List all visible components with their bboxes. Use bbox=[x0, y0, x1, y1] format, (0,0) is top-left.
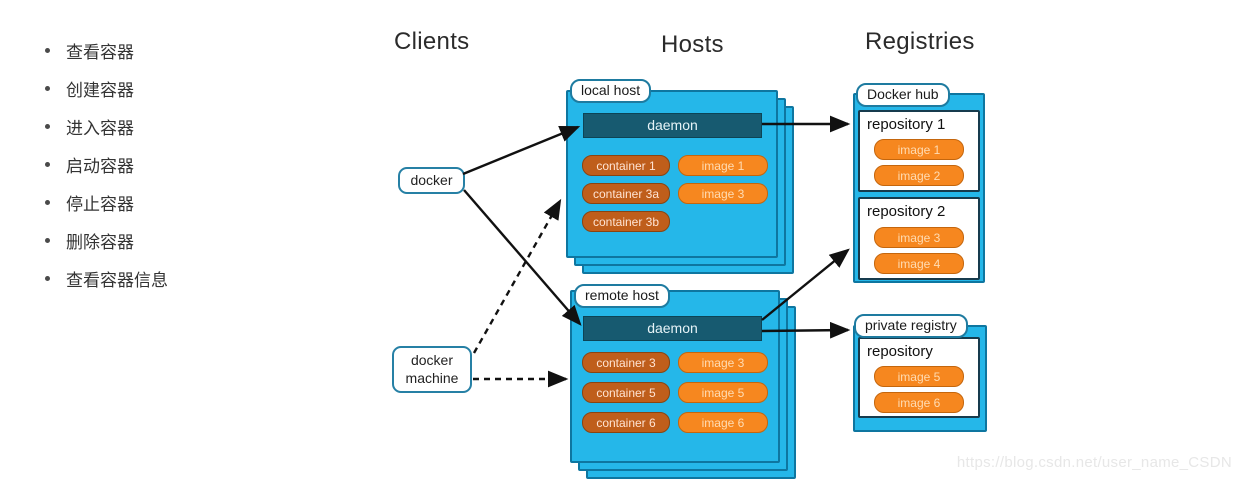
list-item: 删除容器 bbox=[45, 221, 168, 259]
arrow-docker-machine-to-local-host bbox=[472, 198, 562, 354]
bullet-icon bbox=[45, 237, 50, 243]
list-item-label: 创建容器 bbox=[66, 80, 134, 100]
image-pill: image 3 bbox=[678, 183, 768, 204]
remote-daemon-bar: daemon bbox=[583, 316, 762, 341]
list-item-label: 启动容器 bbox=[66, 156, 134, 176]
container-pill: container 1 bbox=[582, 155, 670, 176]
csdn-watermark: https://blog.csdn.net/user_name_CSDN bbox=[956, 454, 1232, 471]
private-registry-group: private registry repository image 5 imag… bbox=[853, 314, 998, 444]
container-pill: container 5 bbox=[582, 382, 670, 403]
container-pill: container 3 bbox=[582, 352, 670, 373]
image-pill: image 2 bbox=[874, 165, 964, 186]
registries-heading: Registries bbox=[865, 28, 975, 55]
repository-2-box: repository 2 image 3 image 4 bbox=[858, 197, 980, 280]
container-pill: container 3b bbox=[582, 211, 670, 232]
container-pill: container 6 bbox=[582, 412, 670, 433]
bullet-icon bbox=[45, 85, 50, 91]
image-pill: image 3 bbox=[874, 227, 964, 248]
private-registry-label: private registry bbox=[854, 314, 968, 338]
list-item-label: 查看容器信息 bbox=[66, 270, 168, 290]
container-operations-list: 查看容器 创建容器 进入容器 启动容器 停止容器 删除容器 查看容器信息 bbox=[45, 31, 168, 297]
remote-host-label: remote host bbox=[574, 284, 670, 308]
image-pill: image 4 bbox=[874, 253, 964, 274]
hosts-heading: Hosts bbox=[661, 31, 724, 58]
list-item: 停止容器 bbox=[45, 183, 168, 221]
image-pill: image 1 bbox=[874, 139, 964, 160]
clients-heading: Clients bbox=[394, 28, 470, 55]
repository-box: repository image 5 image 6 bbox=[858, 337, 980, 418]
list-item: 启动容器 bbox=[45, 145, 168, 183]
bullet-icon bbox=[45, 199, 50, 205]
remote-host-group: remote host daemon container 3 container… bbox=[570, 284, 815, 488]
list-item-label: 删除容器 bbox=[66, 232, 134, 252]
local-host-label: local host bbox=[570, 79, 652, 103]
arrow-docker-to-remote-daemon bbox=[463, 189, 582, 326]
repository-name: repository 1 bbox=[867, 116, 946, 133]
image-pill: image 3 bbox=[678, 352, 768, 373]
list-item: 进入容器 bbox=[45, 107, 168, 145]
image-pill: image 5 bbox=[874, 366, 964, 387]
arrow-docker-to-local-daemon bbox=[462, 125, 581, 176]
bullet-icon bbox=[45, 161, 50, 167]
image-pill: image 1 bbox=[678, 155, 768, 176]
list-item: 创建容器 bbox=[45, 69, 168, 107]
list-item-label: 停止容器 bbox=[66, 194, 134, 214]
list-item: 查看容器 bbox=[45, 31, 168, 69]
docker-hub-label: Docker hub bbox=[856, 83, 950, 107]
image-pill: image 5 bbox=[678, 382, 768, 403]
docker-machine-client-box: docker machine bbox=[392, 346, 472, 393]
bullet-icon bbox=[45, 123, 50, 129]
list-item-label: 进入容器 bbox=[66, 118, 134, 138]
docker-hub-group: Docker hub repository 1 image 1 image 2 … bbox=[853, 83, 998, 288]
list-item-label: 查看容器 bbox=[66, 42, 134, 62]
docker-client-box: docker bbox=[398, 167, 465, 194]
local-host-group: local host daemon container 1 container … bbox=[566, 79, 811, 279]
local-daemon-bar: daemon bbox=[583, 113, 762, 138]
list-item: 查看容器信息 bbox=[45, 259, 168, 297]
bullet-icon bbox=[45, 47, 50, 53]
image-pill: image 6 bbox=[678, 412, 768, 433]
bullet-icon bbox=[45, 275, 50, 281]
container-pill: container 3a bbox=[582, 183, 670, 204]
repository-1-box: repository 1 image 1 image 2 bbox=[858, 110, 980, 192]
repository-name: repository 2 bbox=[867, 203, 946, 220]
image-pill: image 6 bbox=[874, 392, 964, 413]
repository-name: repository bbox=[867, 343, 933, 360]
